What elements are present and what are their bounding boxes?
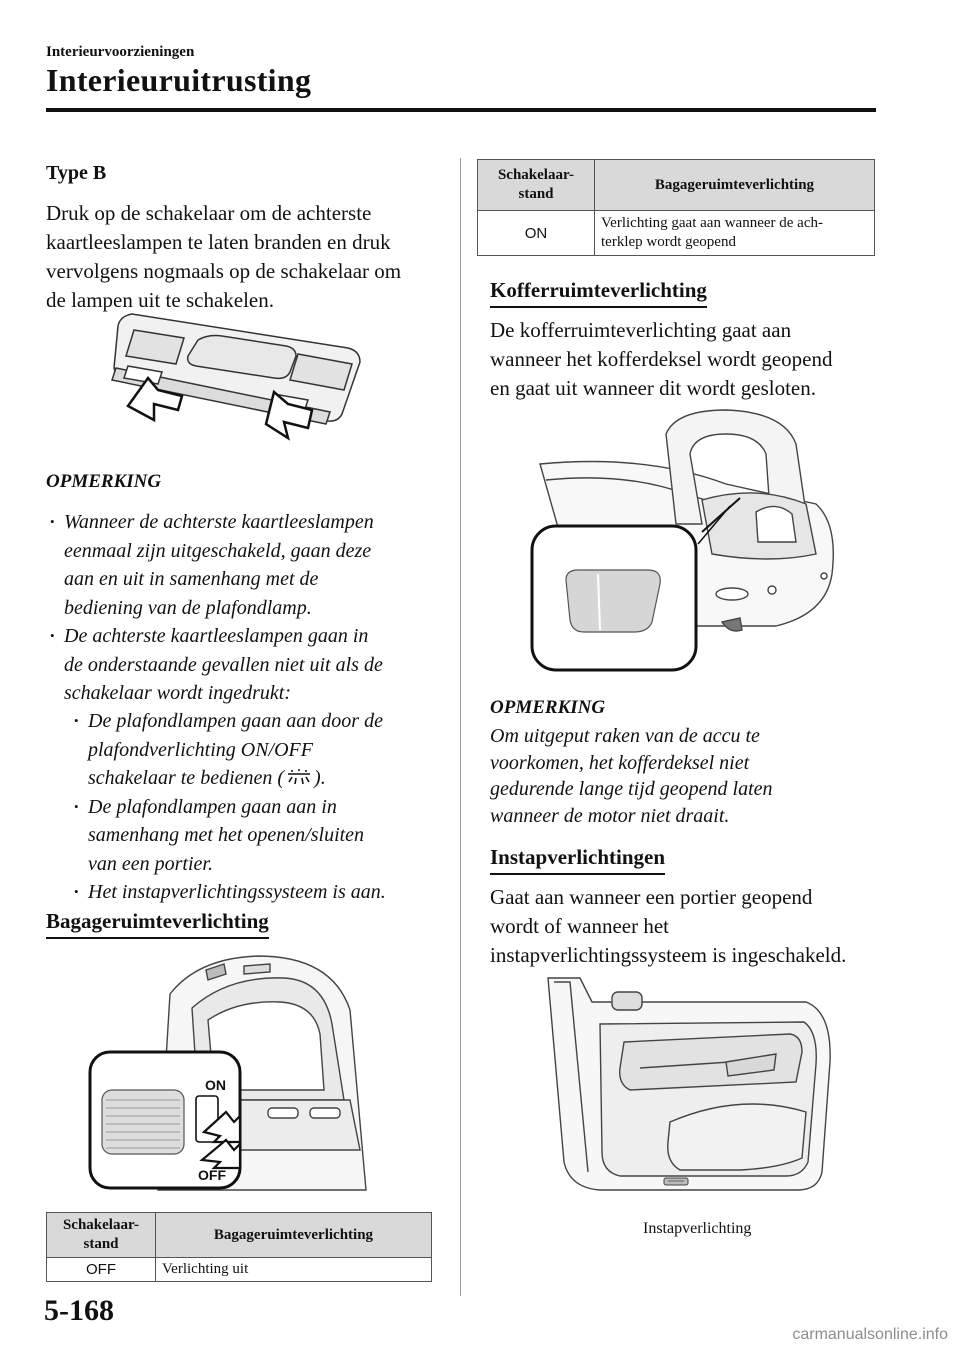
luggage-light-figure: ON OFF [88, 955, 367, 1191]
sub-line: De plafondlampen gaan aan door de [88, 710, 383, 732]
header-rule [46, 108, 876, 112]
table-header-cell: Schakelaar-stand [46, 1212, 156, 1258]
intro-line: kaartleeslampen te laten branden en druk [46, 230, 391, 254]
note-line: gedurende lange tijd geopend laten [490, 778, 773, 800]
trunk-note-heading: OPMERKING [490, 697, 606, 718]
note-bullets: Wanneer de achterste kaartleeslampen een… [48, 508, 448, 708]
intro-line: Druk op de schakelaar om de achterste [46, 201, 372, 225]
note-line: aan en uit in samenhang met de [64, 568, 319, 590]
sub-line: samenhang met het openen/sluiten [88, 824, 365, 846]
table-header-row: Schakelaar-stand Bagageruimteverlichting [46, 1212, 432, 1258]
sub-line: De plafondlampen gaan aan in [88, 795, 337, 818]
section-label: Interieurvoorzieningen [46, 44, 195, 60]
off-label: OFF [198, 1167, 226, 1183]
note-line: de onderstaande gevallen niet uit als de [64, 653, 383, 676]
dome-lamp-icon [288, 769, 311, 785]
intro-paragraph: Druk op de schakelaar om de achterste ka… [46, 199, 446, 315]
trunk-note: Om uitgeput raken van de accu te voorkom… [490, 723, 890, 829]
note-line: Wanneer de achterste kaartleeslampen [64, 511, 374, 533]
sub-bullet: De plafondlampen gaan aan in samenhang m… [72, 793, 442, 879]
koffer-paragraph: De kofferruimteverlichting gaat aan wann… [490, 316, 890, 403]
switch-table-off: Schakelaar-stand Bagageruimteverlichting… [46, 1212, 432, 1282]
bagage-heading: Bagageruimteverlichting [46, 909, 269, 939]
instap-heading: Instapverlichtingen [490, 845, 666, 875]
koffer-line: wanneer het kofferdeksel wordt geopend [490, 347, 833, 371]
table-header-row: Schakelaar-stand Bagageruimteverlichting [477, 159, 875, 211]
note-bullet: De achterste kaartleeslampen gaan in de … [48, 622, 448, 708]
note-line: schakelaar wordt ingedrukt: [64, 682, 292, 704]
koffer-line: De kofferruimteverlichting gaat aan [490, 318, 792, 342]
koffer-line: en gaat uit wanneer dit wordt gesloten. [490, 376, 816, 400]
note-line: wanneer de motor niet draait. [490, 804, 730, 827]
sub-line: Het instapverlichtingssysteem is aan. [88, 881, 386, 903]
table-cell-stand: ON [477, 210, 595, 256]
note-line: voorkomen, het kofferdeksel niet [490, 751, 750, 774]
sub-line: plafondverlichting ON/OFF [88, 738, 313, 761]
instap-line: instapverlichtingssysteem is ingeschakel… [490, 943, 847, 967]
note-line: Om uitgeput raken van de accu te [490, 725, 760, 747]
note-line: bediening van de plafondlamp. [64, 596, 312, 619]
koffer-heading: Kofferruimteverlichting [490, 278, 707, 308]
intro-line: vervolgens nogmaals op de schakelaar om [46, 259, 402, 283]
table-row: ON Verlichting gaat aan wanneer de ach-t… [477, 210, 875, 256]
map-lamp-figure [111, 313, 361, 441]
note-bullet: Wanneer de achterste kaartleeslampen een… [48, 508, 448, 622]
intro-line: de lampen uit te schakelen. [46, 288, 274, 312]
sub-line: schakelaar te bedienen (). [88, 767, 326, 789]
table-header-cell: Schakelaar-stand [477, 159, 595, 211]
table-cell-desc: Verlichting uit [155, 1257, 432, 1282]
page-title: Interieuruitrusting [46, 62, 312, 98]
page-number: 5-168 [44, 1294, 114, 1327]
note-line: De achterste kaartleeslampen gaan in [64, 625, 369, 647]
table-cell-desc: Verlichting gaat aan wanneer de ach-terk… [594, 210, 875, 256]
instap-paragraph: Gaat aan wanneer een portier geopend wor… [490, 883, 900, 970]
instap-line: Gaat aan wanneer een portier geopend [490, 885, 813, 909]
note-heading: OPMERKING [46, 471, 162, 492]
table-row: OFF Verlichting uit [46, 1257, 432, 1282]
instap-line: wordt of wanneer het [490, 914, 670, 938]
on-label: ON [205, 1077, 226, 1093]
type-b-heading: Type B [46, 162, 107, 184]
table-header-cell: Bagageruimteverlichting [155, 1212, 432, 1258]
sub-bullet: Het instapverlichtingssysteem is aan. [72, 878, 442, 907]
column-divider [460, 158, 461, 1296]
instap-caption: Instapverlichting [643, 1220, 752, 1237]
note-line: eenmaal zijn uitgeschakeld, gaan deze [64, 539, 372, 562]
watermark: carmanualsonline.info [792, 1326, 948, 1343]
sub-bullet: De plafondlampen gaan aan door de plafon… [72, 707, 442, 793]
sub-bullets: De plafondlampen gaan aan door de plafon… [72, 707, 442, 907]
sub-line: van een portier. [88, 852, 213, 875]
trunk-light-figure [530, 409, 834, 672]
switch-table-on: Schakelaar-stand Bagageruimteverlichting… [477, 159, 875, 256]
door-light-figure [547, 977, 831, 1191]
table-header-cell: Bagageruimteverlichting [594, 159, 875, 211]
table-cell-stand: OFF [46, 1257, 156, 1282]
